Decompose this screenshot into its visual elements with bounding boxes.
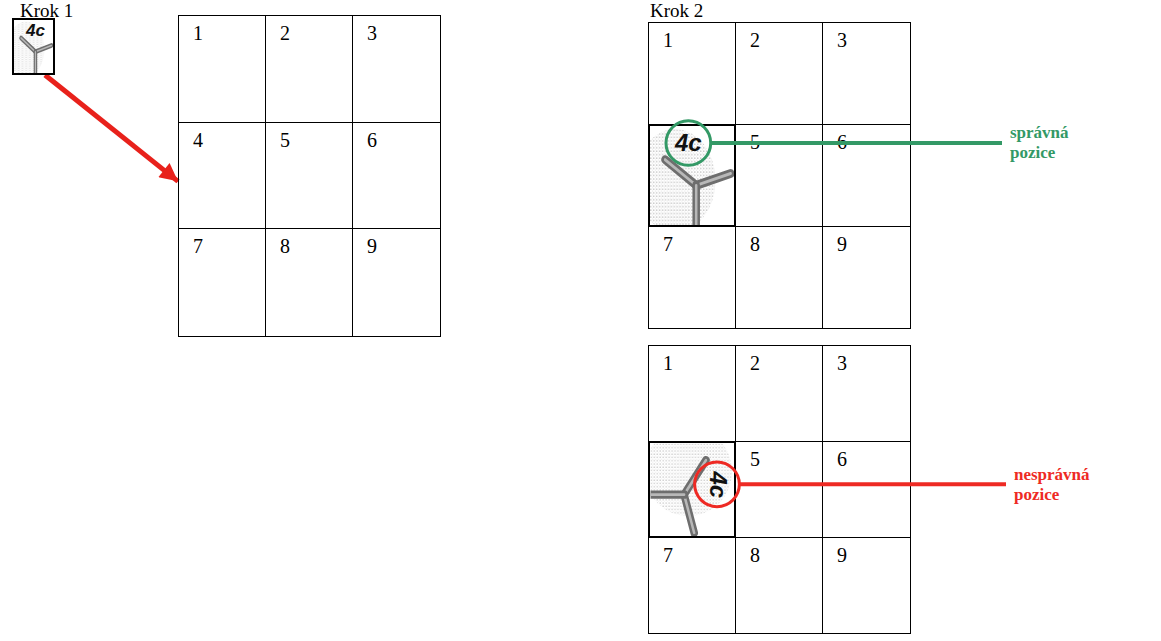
tile-label-holder: 4c (650, 126, 734, 155)
cell-number: 1 (663, 29, 673, 51)
wrong-leader (739, 482, 1006, 486)
tile-face: 4c (650, 443, 734, 536)
cell-number: 4 (193, 129, 203, 151)
grid-cell: 6 (822, 124, 911, 227)
cell-number: 1 (663, 352, 673, 374)
grid-cell: 7 (178, 228, 266, 337)
cell-number: 5 (280, 129, 290, 151)
tile-label-holder: 4c (705, 443, 734, 536)
grid-cell: 9 (822, 537, 911, 634)
grid-cell: 8 (735, 537, 823, 634)
grid-cell: 5 (265, 122, 353, 229)
tile-code: 4c (705, 471, 729, 498)
grid-cell: 6 (352, 122, 441, 229)
grid-cell: 6 (822, 441, 911, 538)
puzzle-tile: 4c (648, 441, 736, 538)
step-heading: Krok 1 (20, 0, 73, 22)
grid-cell: 3 (822, 22, 911, 125)
grid-cell: 4 (178, 122, 266, 229)
cell-number: 3 (837, 352, 847, 374)
grid-cell: 3 (352, 15, 441, 123)
cell-number: 1 (193, 22, 203, 44)
grid-cell: 7 (648, 226, 736, 329)
tile-code: 4c (26, 22, 45, 39)
cell-number: 7 (663, 233, 673, 255)
puzzle-tile: 4c (648, 124, 736, 227)
grid-cell: 5 (735, 441, 823, 538)
grid-cell: 9 (822, 226, 911, 329)
cell-number: 2 (750, 29, 760, 51)
cell-number: 7 (663, 544, 673, 566)
cell-number: 6 (367, 129, 377, 151)
grid-cell: 2 (265, 15, 353, 123)
grid-cell: 9 (352, 228, 441, 337)
cell-number: 9 (367, 235, 377, 257)
puzzle-tile: 4c (12, 18, 55, 75)
grid-cell: 2 (735, 22, 823, 125)
tile-label-holder: 4c (14, 20, 53, 40)
cell-number: 5 (750, 131, 760, 153)
step-heading: Krok 2 (650, 0, 703, 22)
placement-arrow (45, 75, 178, 181)
grid-cell: 1 (178, 15, 266, 123)
grid-cell: 5 (735, 124, 823, 227)
grid-cell: 2 (735, 345, 823, 442)
tile-face: 4c (650, 126, 734, 225)
tile-face: 4c (14, 20, 53, 73)
grid-cell: 8 (735, 226, 823, 329)
cell-number: 3 (837, 29, 847, 51)
cell-number: 2 (280, 22, 290, 44)
cell-number: 6 (837, 131, 847, 153)
grid-cell: 7 (648, 537, 736, 634)
callout-note: správná pozice (1010, 123, 1090, 162)
tile-code: 4c (675, 131, 702, 155)
grid-cell: 1 (648, 345, 736, 442)
grid-cell: 3 (822, 345, 911, 442)
cell-number: 3 (367, 22, 377, 44)
cell-number: 2 (750, 352, 760, 374)
cell-number: 9 (837, 544, 847, 566)
cell-number: 9 (837, 233, 847, 255)
grid-cell: 1 (648, 22, 736, 125)
cell-number: 5 (750, 448, 760, 470)
cell-number: 7 (193, 235, 203, 257)
cell-number: 8 (750, 544, 760, 566)
cell-number: 6 (837, 448, 847, 470)
cell-number: 8 (750, 233, 760, 255)
cell-number: 8 (280, 235, 290, 257)
grid-cell: 8 (265, 228, 353, 337)
callout-note: nesprávná pozice (1014, 465, 1104, 504)
